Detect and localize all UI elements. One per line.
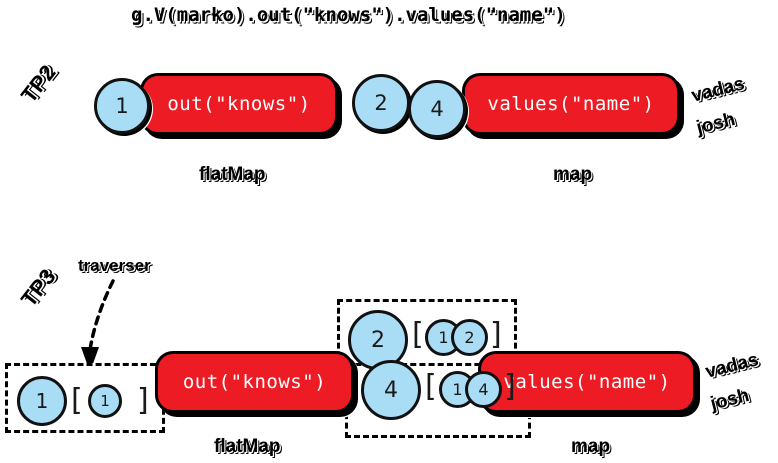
traverser-callout-label: traverser	[78, 256, 151, 275]
tp3-input-traverser-open-bracket: [	[71, 383, 83, 418]
tp2-map-kind-label: map	[553, 164, 593, 185]
tp3-input-traverser-path-0[interactable]: 1	[88, 384, 122, 418]
tp2-step-flatmap[interactable]: out("knows")	[140, 73, 338, 135]
tp2-step-map-text: values("name")	[487, 93, 655, 115]
tp3-flatmap-kind-label: flatMap	[214, 436, 281, 457]
diagram-title: g.V(marko).out("knows").values("name")	[131, 4, 566, 26]
tp3-step-flatmap[interactable]: out("knows")	[155, 351, 354, 413]
tp3-step-flatmap-text: out("knows")	[182, 371, 327, 393]
tp3-map-kind-label: map	[571, 436, 611, 457]
tp2-result-vadas: vadas	[689, 73, 747, 107]
tp3-result-josh: josh	[708, 384, 752, 415]
tp3-step-map-text: values("name")	[503, 371, 671, 393]
tp3-input-traverser-object[interactable]: 1	[17, 376, 67, 426]
tp2-traverser-mid-a[interactable]: 2	[352, 74, 410, 132]
tp3-upper-traverser-open-bracket: [	[412, 317, 424, 352]
tp2-result-josh: josh	[694, 108, 738, 139]
tp3-lower-traverser-close-bracket: ]	[504, 369, 516, 404]
tp2-traverser-mid-b[interactable]: 4	[408, 80, 466, 138]
tp3-lower-traverser-object[interactable]: 4	[361, 360, 421, 420]
tp3-version-label: TP3	[16, 264, 61, 312]
tp2-step-flatmap-text: out("knows")	[167, 93, 311, 115]
tp3-upper-traverser-path-1[interactable]: 2	[451, 319, 488, 356]
tp3-result-vadas: vadas	[703, 349, 761, 383]
tp2-flatmap-kind-label: flatMap	[199, 164, 266, 185]
tp3-upper-traverser-close-bracket: ]	[490, 317, 502, 352]
tp2-version-label: TP2	[16, 60, 61, 108]
tp3-step-map[interactable]: values("name")	[478, 351, 696, 413]
tp3-lower-traverser-path-1[interactable]: 4	[465, 371, 502, 408]
tp3-lower-traverser-open-bracket: [	[425, 369, 437, 404]
tp3-input-traverser-close-bracket: ]	[137, 383, 149, 418]
tp2-traverser-start[interactable]: 1	[94, 78, 150, 134]
tp2-step-map[interactable]: values("name")	[462, 73, 680, 135]
